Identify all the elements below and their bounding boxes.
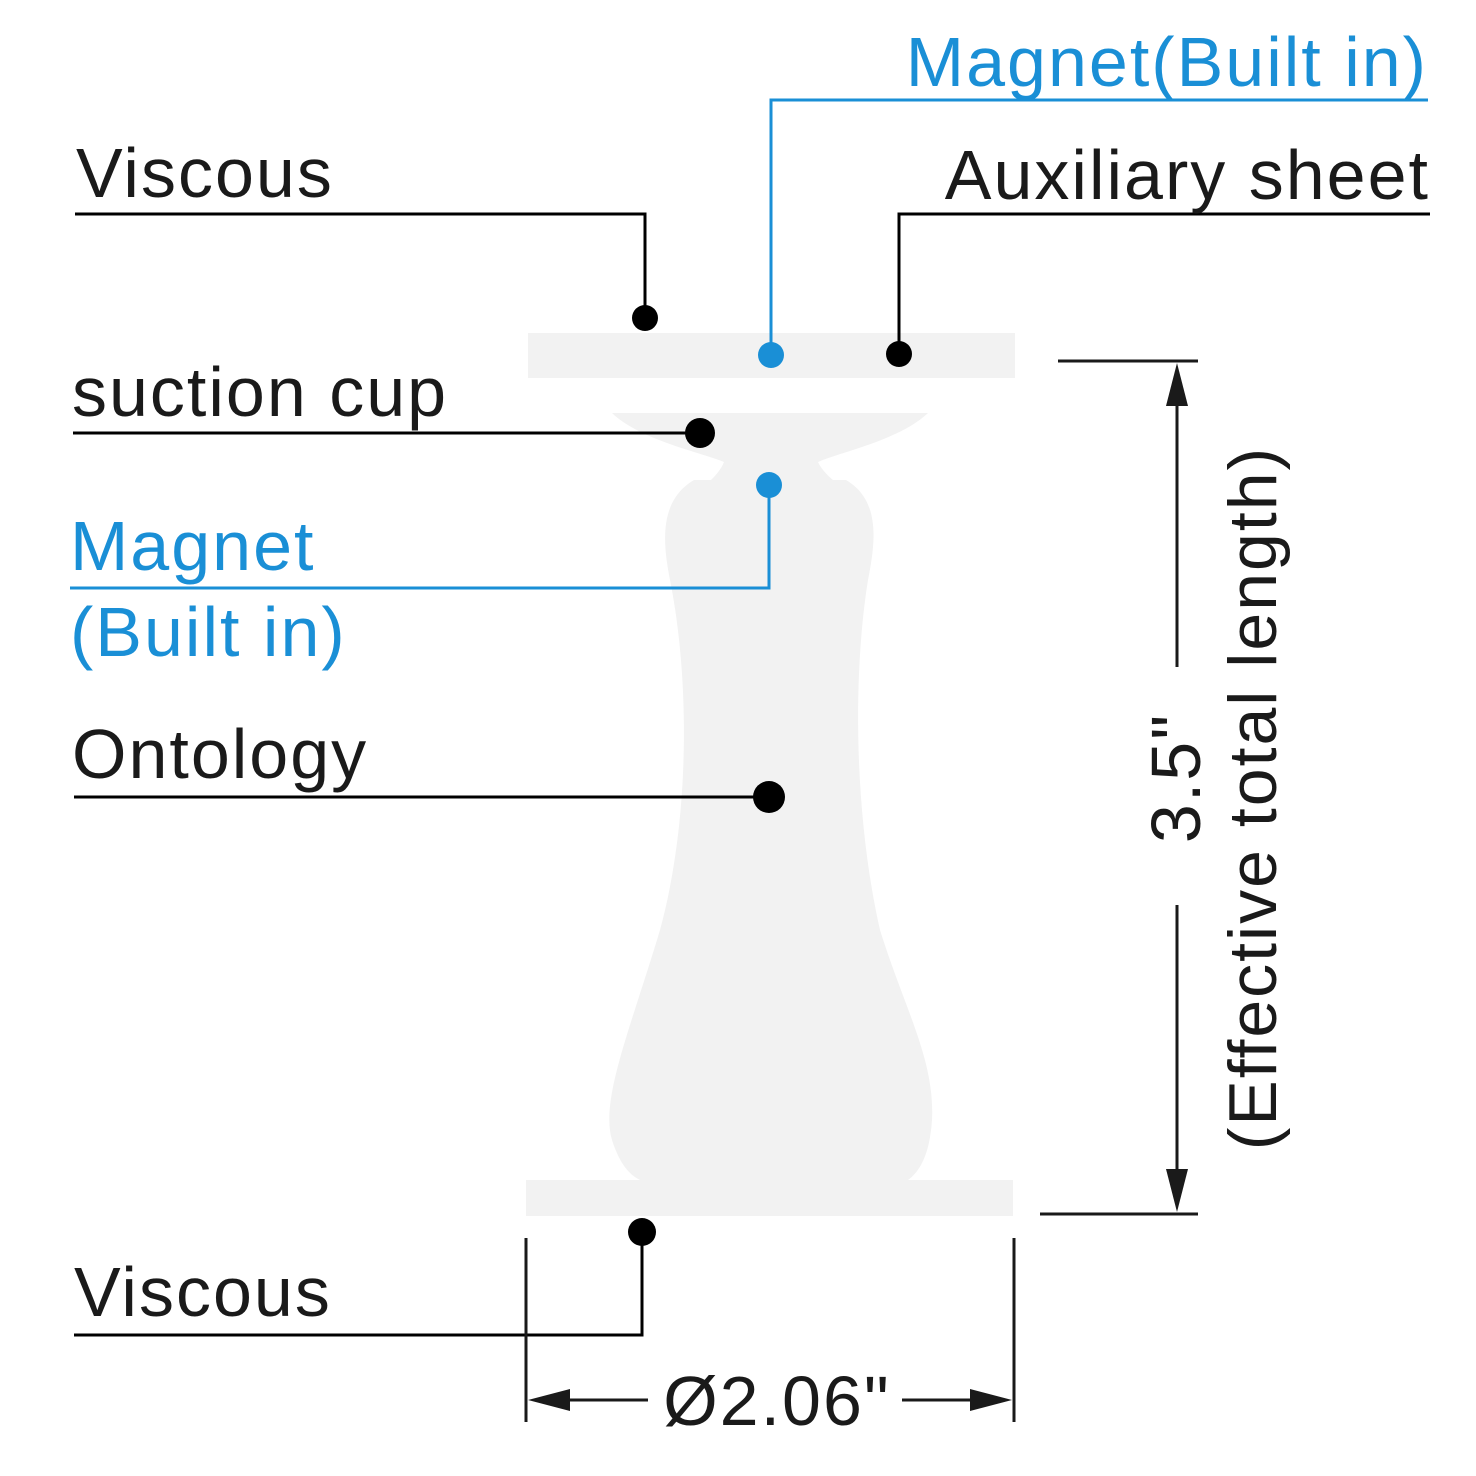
dot-auxiliary-sheet xyxy=(886,341,912,367)
label-viscous-top: Viscous xyxy=(76,134,334,212)
length-value: 3.5" xyxy=(1137,713,1215,843)
leader-dots xyxy=(628,305,912,1246)
body-shape xyxy=(609,480,933,1180)
leader-auxiliary-sheet xyxy=(897,212,1430,354)
length-note: (Effective total length) xyxy=(1215,446,1291,1150)
product-silhouette xyxy=(526,333,1015,1216)
length-arrow-up xyxy=(1166,363,1188,406)
dot-magnet-top xyxy=(758,342,784,368)
leader-magnet-top xyxy=(769,98,1428,355)
label-suction-cup: suction cup xyxy=(72,353,448,431)
bottom-plate xyxy=(526,1180,1013,1216)
label-magnet-top: Magnet(Built in) xyxy=(906,23,1428,101)
dot-ontology xyxy=(753,781,785,813)
length-arrow-down xyxy=(1166,1169,1188,1212)
diameter-dimension xyxy=(524,1238,1016,1422)
label-magnet-mid-line1: Magnet xyxy=(70,507,315,585)
diameter-arrow-right xyxy=(970,1389,1012,1411)
diameter-value: Ø2.06" xyxy=(663,1362,891,1440)
label-viscous-bottom: Viscous xyxy=(74,1253,332,1331)
length-dimension xyxy=(1040,359,1198,1216)
dot-magnet-mid xyxy=(756,472,782,498)
leader-viscous-bottom xyxy=(74,1232,644,1337)
diameter-arrow-left xyxy=(528,1389,570,1411)
leader-magnet-mid xyxy=(70,485,771,590)
dot-viscous-bottom xyxy=(628,1218,656,1246)
label-auxiliary-sheet: Auxiliary sheet xyxy=(945,136,1430,214)
labels: Magnet(Built in) Viscous Auxiliary sheet… xyxy=(70,23,1430,1440)
label-ontology: Ontology xyxy=(72,715,368,793)
label-magnet-mid-line2: (Built in) xyxy=(70,593,347,671)
dot-viscous-top xyxy=(632,305,658,331)
leader-viscous-top xyxy=(75,212,647,318)
leader-lines xyxy=(70,98,1430,1337)
dot-suction-cup xyxy=(685,418,715,448)
